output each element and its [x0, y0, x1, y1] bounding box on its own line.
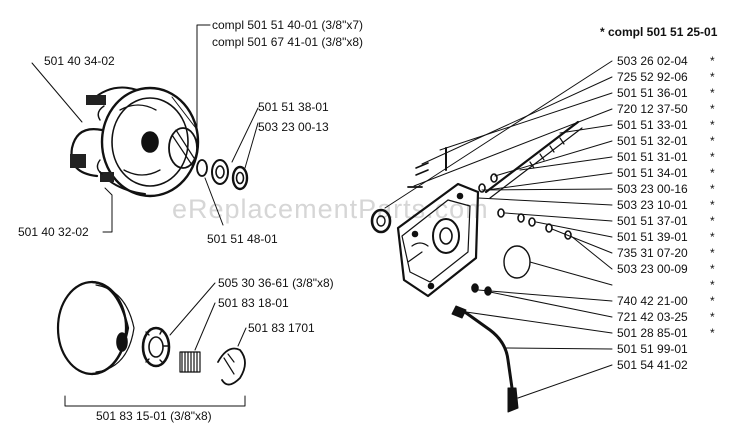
label-needle-bearing: 501 83 18-01	[218, 296, 289, 310]
label-rim-sprocket: 505 30 36-61 (3/8"x8)	[218, 276, 334, 290]
clutch-assembly	[70, 86, 200, 198]
clutch-spacer	[196, 159, 208, 177]
part-number: 503 23 10-01	[617, 198, 688, 212]
part-asterisk: *	[710, 294, 715, 308]
clutch-drum	[56, 280, 135, 376]
part-asterisk: *	[710, 150, 715, 164]
oil-hose	[451, 305, 519, 413]
part-asterisk: *	[710, 166, 715, 180]
oil-seal	[370, 208, 392, 234]
label-drum-group: 501 83 15-01 (3/8"x8)	[96, 409, 212, 423]
label-clutch-spring: 501 40 32-02	[18, 225, 89, 239]
part-asterisk: *	[710, 86, 715, 100]
label-washer-2: 503 23 00-13	[258, 120, 329, 134]
part-asterisk: *	[710, 230, 715, 244]
part-number: 501 51 33-01	[617, 118, 688, 132]
part-number: 501 51 37-01	[617, 214, 688, 228]
part-asterisk: *	[710, 54, 715, 68]
bolt-upper	[415, 162, 429, 176]
watermark: eReplacementParts.com	[172, 194, 489, 224]
label-clutch-compl-x7: compl 501 51 40-01 (3/8"x7)	[212, 18, 364, 32]
part-asterisk: *	[710, 214, 715, 228]
part-number: 501 51 34-01	[617, 166, 688, 180]
part-asterisk: *	[710, 198, 715, 212]
part-number: 503 23 00-16	[617, 182, 688, 196]
part-asterisk: *	[710, 70, 715, 84]
part-number: 740 42 21-00	[617, 294, 688, 308]
part-number: 501 51 32-01	[617, 134, 688, 148]
part-number: 501 28 85-01	[617, 326, 688, 340]
part-asterisk: *	[710, 262, 715, 276]
label-clutch-compl-x8: compl 501 67 41-01 (3/8"x8)	[212, 35, 364, 49]
part-number: 503 26 02-04	[617, 54, 688, 68]
part-number: 501 51 39-01	[617, 230, 688, 244]
spur-washer	[217, 347, 246, 386]
part-number: 721 42 03-25	[617, 310, 688, 324]
part-asterisk: *	[710, 310, 715, 324]
needle-bearing	[211, 159, 229, 185]
o-ring	[503, 245, 531, 279]
label-washer-1: 501 51 38-01	[258, 100, 329, 114]
part-asterisk: *	[710, 246, 715, 260]
part-number: 501 54 41-02	[617, 358, 688, 372]
label-clutch-spacer: 501 51 48-01	[207, 232, 278, 246]
part-number: 725 52 92-06	[617, 70, 688, 84]
part-asterisk: *	[710, 182, 715, 196]
chain-cover	[396, 182, 480, 298]
part-number: 735 31 07-20	[617, 246, 688, 260]
part-number: 720 12 37-50	[617, 102, 688, 116]
part-number: 501 51 31-01	[617, 150, 688, 164]
washer-ring	[231, 165, 249, 191]
part-asterisk: *	[710, 118, 715, 132]
part-asterisk: *	[710, 278, 715, 292]
part-asterisk: *	[710, 102, 715, 116]
part-asterisk: *	[710, 326, 715, 340]
part-number: 501 51 99-01	[617, 342, 688, 356]
label-clutch-shoe: 501 40 34-02	[44, 54, 115, 68]
rim-sprocket	[141, 326, 171, 368]
part-number: 501 51 36-01	[617, 86, 688, 100]
part-number: 503 23 00-09	[617, 262, 688, 276]
needle-bearing-drum	[179, 351, 201, 373]
part-asterisk: *	[710, 134, 715, 148]
label-spur-washer: 501 83 1701	[248, 321, 315, 335]
assembly-header: * compl 501 51 25-01	[600, 25, 718, 39]
